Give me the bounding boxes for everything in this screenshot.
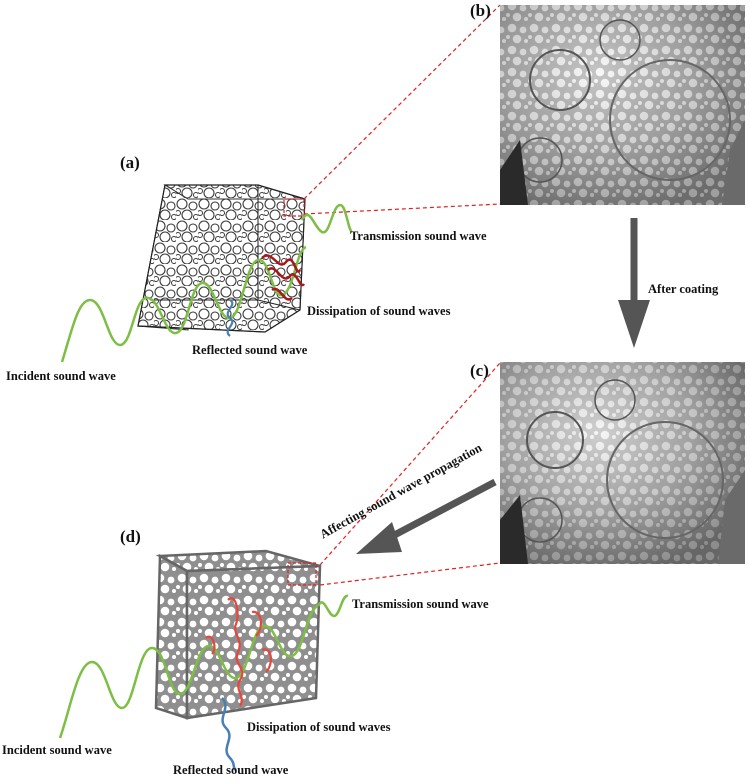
cube-a-top-face xyxy=(163,184,306,200)
panel-label-a: (a) xyxy=(120,153,140,172)
zoom-line-d-top xyxy=(319,362,501,566)
affecting-arrow-head xyxy=(356,522,402,554)
reflected-wave-d xyxy=(221,697,237,772)
incident-label-d: Incident sound wave xyxy=(2,743,112,757)
cube-a xyxy=(137,184,306,333)
transmission-wave-d xyxy=(316,594,349,618)
panel-label-c: (c) xyxy=(470,361,489,380)
zoom-line-d-bottom xyxy=(319,562,501,586)
dissipation-label-d: Dissipation of sound waves xyxy=(247,720,391,734)
reflected-wave-a xyxy=(226,299,234,337)
transmission-wave-a xyxy=(300,203,353,234)
zoom-line-a-top xyxy=(303,4,501,200)
panel-label-b: (b) xyxy=(470,1,491,20)
affecting-arrow-shaft xyxy=(383,478,497,544)
dissipation-wave-a xyxy=(261,254,306,301)
cube-a-edge-inner2 xyxy=(257,299,301,311)
incident-wave-a xyxy=(60,245,307,363)
transmission-label-a: Transmission sound wave xyxy=(350,229,487,243)
incident-wave-d xyxy=(58,604,319,739)
image-c xyxy=(500,362,745,564)
after-coating-head xyxy=(618,300,650,348)
panel-label-d: (d) xyxy=(120,527,141,546)
dissipation-label-a: Dissipation of sound waves xyxy=(307,304,451,318)
after-coating-label: After coating xyxy=(648,282,719,296)
transmission-label-d: Transmission sound wave xyxy=(352,597,489,611)
incident-label-a: Incident sound wave xyxy=(6,369,116,383)
zoom-line-a-bottom xyxy=(303,203,501,215)
zoom-box-a xyxy=(283,198,305,217)
reflected-label-d: Reflected sound wave xyxy=(173,763,289,777)
image-b xyxy=(500,5,745,205)
reflected-label-a: Reflected sound wave xyxy=(192,343,308,357)
dissipation-wave-d xyxy=(205,597,272,707)
